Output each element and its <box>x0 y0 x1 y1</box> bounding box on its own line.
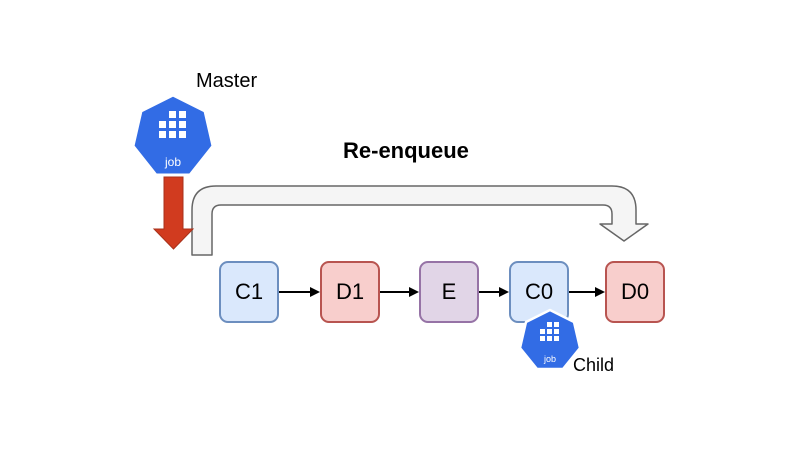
master-job-icon-text: job <box>164 155 181 169</box>
node-d0-label: D0 <box>620 279 650 304</box>
node-e-label: E <box>441 279 457 304</box>
reenqueue-label: Re-enqueue <box>343 138 469 163</box>
child-job-icon: job <box>520 308 580 371</box>
master-label: Master <box>196 70 258 92</box>
node-d1-label: D1 <box>335 279 365 304</box>
child-label: Child <box>573 355 615 375</box>
node-c1-label: C1 <box>234 279 264 304</box>
node-d1: D1 <box>320 261 380 323</box>
node-d0: D0 <box>605 261 665 323</box>
master-down-arrow <box>152 176 195 250</box>
node-c0-label: C0 <box>524 279 554 304</box>
node-e: E <box>419 261 479 323</box>
reenqueue-arrow <box>191 185 649 256</box>
node-c1: C1 <box>219 261 279 323</box>
child-job-icon-text: job <box>543 354 556 364</box>
node-c0: C0 <box>509 261 569 323</box>
master-job-icon: job <box>131 93 215 177</box>
